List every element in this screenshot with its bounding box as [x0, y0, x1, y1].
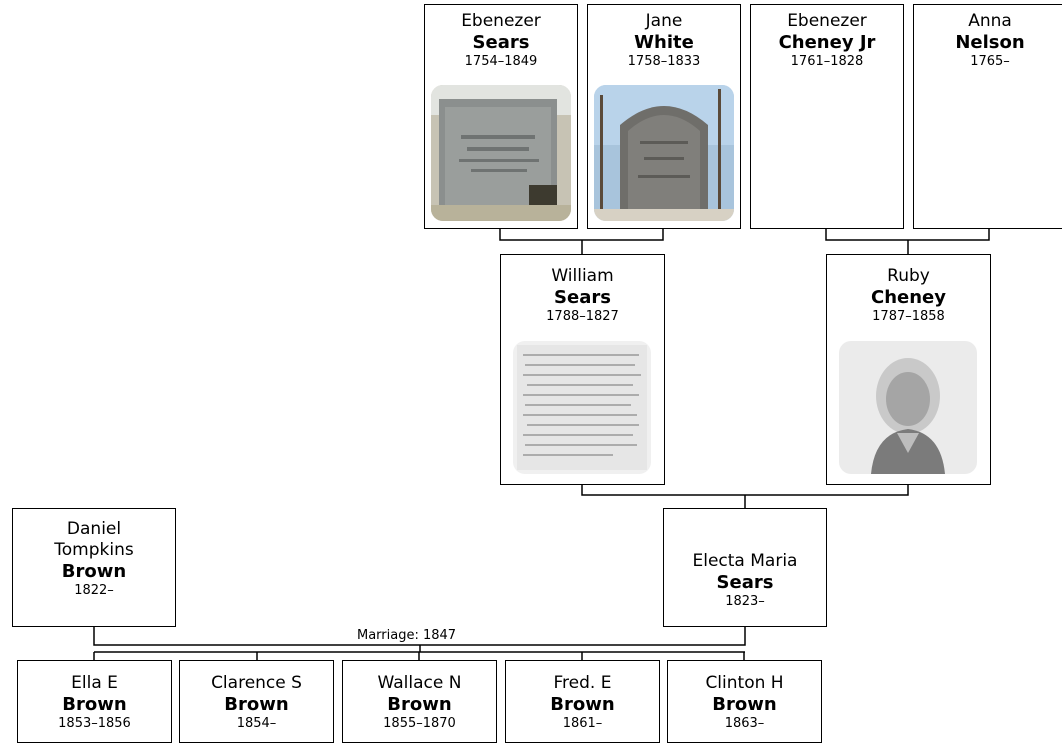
gravestone-photo [594, 85, 734, 221]
life-dates: 1761–1828 [790, 54, 864, 69]
given-name: Clinton H [705, 673, 784, 693]
life-dates: 1754–1849 [464, 54, 538, 69]
given-name-middle: Tompkins [54, 540, 134, 560]
child-card[interactable]: Wallace N Brown 1855–1870 [342, 660, 497, 743]
given-name: Ruby [887, 266, 930, 286]
given-name: Jane [645, 11, 683, 31]
surname: Brown [387, 694, 452, 715]
life-dates: 1788–1827 [546, 309, 619, 324]
child-card[interactable]: Clinton H Brown 1863– [667, 660, 822, 743]
given-name: Clarence S [211, 673, 302, 693]
given-name: Anna [968, 11, 1012, 31]
surname: Cheney [871, 287, 946, 308]
person-card-ebenezer-sears[interactable]: Ebenezer Sears 1754–1849 [424, 4, 578, 229]
child-card[interactable]: Ella E Brown 1853–1856 [17, 660, 172, 743]
surname: Brown [712, 694, 777, 715]
surname: Brown [62, 694, 127, 715]
life-dates: 1853–1856 [58, 716, 131, 731]
person-card-ruby-cheney[interactable]: Ruby Cheney 1787–1858 [826, 254, 991, 485]
surname: Brown [224, 694, 289, 715]
life-dates: 1854– [236, 716, 277, 731]
life-dates: 1822– [74, 583, 114, 598]
life-dates: 1765– [970, 54, 1010, 69]
surname: Cheney Jr [778, 32, 876, 53]
person-card-anna-nelson[interactable]: Anna Nelson 1765– [913, 4, 1062, 229]
given-name: Ebenezer [461, 11, 541, 31]
life-dates: 1758–1833 [627, 54, 701, 69]
cheney-couple-connector [825, 228, 990, 241]
person-card-ebenezer-cheney-jr[interactable]: Ebenezer Cheney Jr 1761–1828 [750, 4, 904, 229]
surname: Sears [716, 572, 774, 593]
person-card-daniel-brown[interactable]: Daniel Tompkins Brown 1822– [12, 508, 176, 627]
given-name: William [551, 266, 614, 286]
surname: Sears [554, 287, 611, 308]
surname: Brown [550, 694, 615, 715]
given-name: Ebenezer [787, 11, 867, 31]
marriage-label: Marriage: 1847 [356, 628, 458, 643]
life-dates: 1861– [562, 716, 603, 731]
given-name: Fred. E [553, 673, 612, 693]
portrait-photo [839, 341, 977, 474]
life-dates: 1823– [725, 594, 765, 609]
life-dates: 1855–1870 [383, 716, 456, 731]
person-card-jane-white[interactable]: Jane White 1758–1833 [587, 4, 741, 229]
document-photo [513, 341, 651, 474]
person-card-electa-sears[interactable]: Electa Maria Sears 1823– [663, 508, 827, 627]
life-dates: 1863– [724, 716, 765, 731]
surname: Sears [472, 32, 530, 53]
sears-couple-connector [499, 228, 664, 241]
gravestone-photo [431, 85, 571, 221]
surname: White [634, 32, 694, 53]
surname: Brown [61, 561, 127, 582]
person-card-william-sears[interactable]: William Sears 1788–1827 [500, 254, 665, 485]
surname: Nelson [955, 32, 1025, 53]
given-name: Ella E [71, 673, 118, 693]
life-dates: 1787–1858 [872, 309, 945, 324]
child-card[interactable]: Fred. E Brown 1861– [505, 660, 660, 743]
given-name-first: Daniel [66, 519, 122, 539]
given-name: Electa Maria [692, 551, 798, 571]
william-ruby-connector [581, 484, 909, 496]
given-name: Wallace N [377, 673, 462, 693]
child-card[interactable]: Clarence S Brown 1854– [179, 660, 334, 743]
